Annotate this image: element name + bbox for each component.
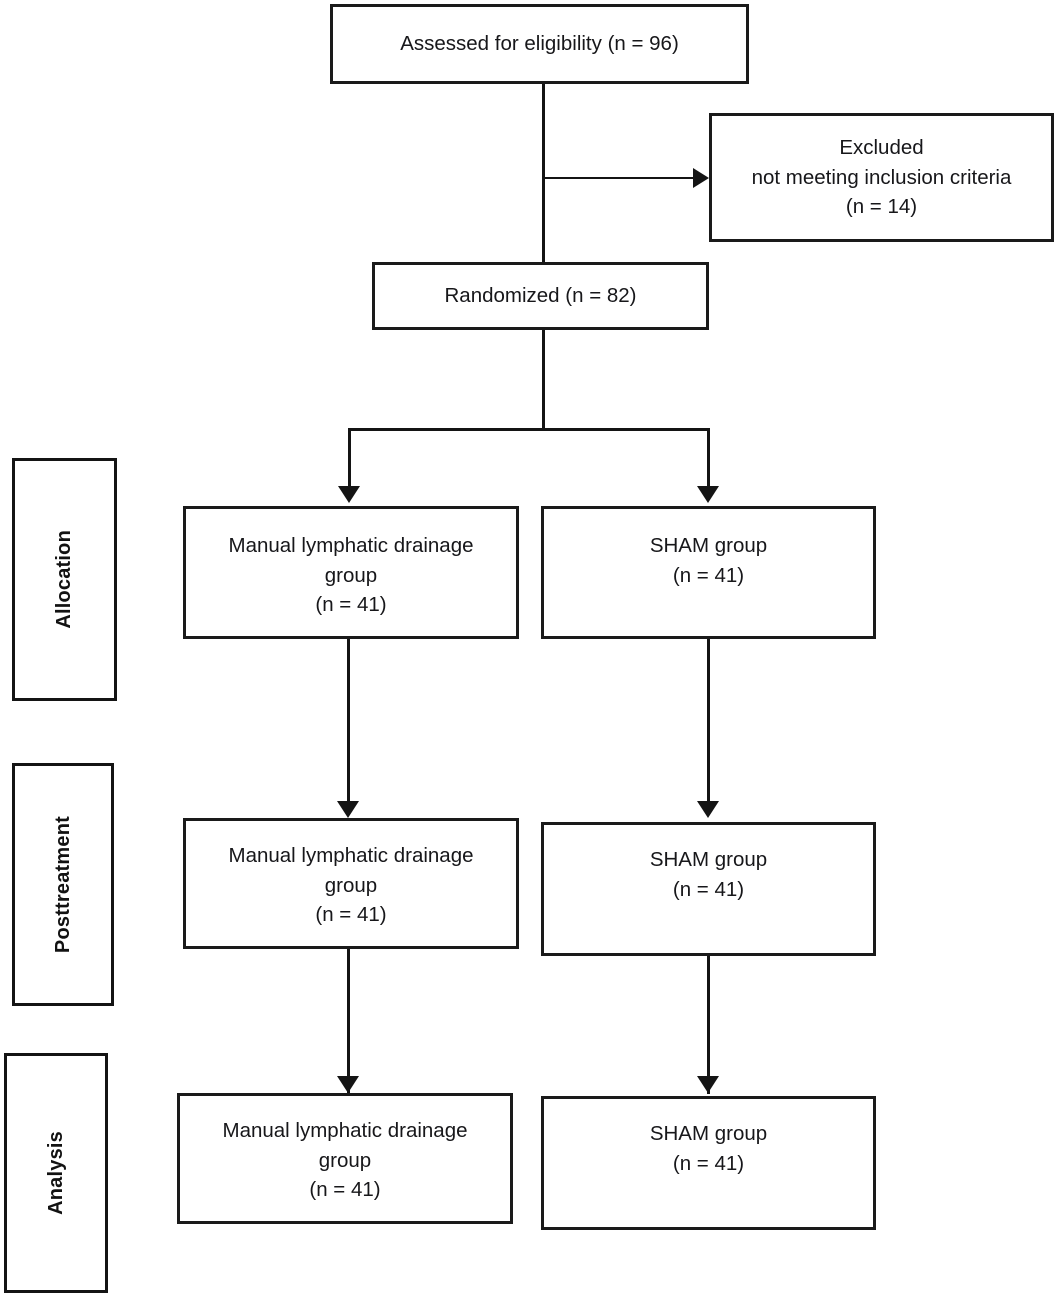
connector-allocation-left-to-posttreatment xyxy=(347,639,350,804)
node-assessed-for-eligibility: Assessed for eligibility (n = 96) xyxy=(330,4,749,84)
arrowhead-to-allocation-right xyxy=(697,486,719,503)
connector-to-excluded xyxy=(542,177,695,179)
stage-box-analysis: Analysis xyxy=(4,1053,108,1293)
node-line: group xyxy=(318,1148,372,1172)
stage-label-posttreatment: Posttreatment xyxy=(51,815,74,954)
connector-allocation-right-to-posttreatment xyxy=(707,639,710,804)
connector-randomized-stem xyxy=(542,330,545,430)
node-line: SHAM group xyxy=(649,848,768,871)
connector-randomized-to-left xyxy=(348,428,351,488)
node-line: (n = 41) xyxy=(672,563,745,587)
node-excluded: Excluded not meeting inclusion criteria … xyxy=(709,113,1054,242)
arrowhead-to-excluded xyxy=(693,168,709,188)
node-line: (n = 41) xyxy=(309,1178,381,1202)
stage-label-allocation: Allocation xyxy=(53,530,75,629)
node-line: Manual lymphatic drainage xyxy=(228,844,474,867)
node-randomized: Randomized (n = 82) xyxy=(372,262,709,330)
arrowhead-to-posttreatment-left xyxy=(337,801,359,818)
node-analysis-manual-lymphatic-drainage: Manual lymphatic drainage group (n = 41) xyxy=(177,1093,513,1224)
node-line: Manual lymphatic drainage xyxy=(228,534,474,557)
node-allocation-sham: SHAM group (n = 41) xyxy=(541,506,876,639)
arrowhead-to-allocation-left xyxy=(338,486,360,503)
node-line: group xyxy=(324,873,378,897)
node-allocation-manual-lymphatic-drainage: Manual lymphatic drainage group (n = 41) xyxy=(183,506,519,639)
node-line: not meeting inclusion criteria xyxy=(751,165,1012,189)
arrowhead-to-analysis-right xyxy=(697,1076,719,1093)
node-line: SHAM group xyxy=(649,534,768,557)
connector-posttreatment-left-to-analysis xyxy=(347,949,350,1094)
node-line: (n = 41) xyxy=(672,1151,745,1175)
connector-randomized-split xyxy=(348,428,710,431)
connector-posttreatment-right-to-analysis xyxy=(707,956,710,1094)
node-line: Excluded xyxy=(839,135,924,159)
node-analysis-sham: SHAM group (n = 41) xyxy=(541,1096,876,1230)
node-line: Assessed for eligibility (n = 96) xyxy=(400,32,679,56)
stage-label-analysis: Analysis xyxy=(44,1131,67,1215)
stage-box-posttreatment: Posttreatment xyxy=(12,763,114,1006)
arrowhead-to-analysis-left xyxy=(337,1076,359,1093)
node-line: SHAM group xyxy=(649,1122,768,1145)
node-line: (n = 14) xyxy=(845,195,918,219)
node-posttreatment-sham: SHAM group (n = 41) xyxy=(541,822,876,956)
connector-randomized-to-right xyxy=(707,428,710,488)
node-line: (n = 41) xyxy=(315,593,387,617)
node-posttreatment-manual-lymphatic-drainage: Manual lymphatic drainage group (n = 41) xyxy=(183,818,519,949)
arrowhead-to-posttreatment-right xyxy=(697,801,719,818)
node-line: (n = 41) xyxy=(672,877,745,901)
node-line: Manual lymphatic drainage xyxy=(222,1119,468,1142)
node-line: (n = 41) xyxy=(315,903,387,927)
connector-enrollment-to-randomized xyxy=(542,84,545,262)
node-line: Randomized (n = 82) xyxy=(444,284,637,308)
stage-box-allocation: Allocation xyxy=(12,458,117,701)
node-line: group xyxy=(324,563,378,587)
